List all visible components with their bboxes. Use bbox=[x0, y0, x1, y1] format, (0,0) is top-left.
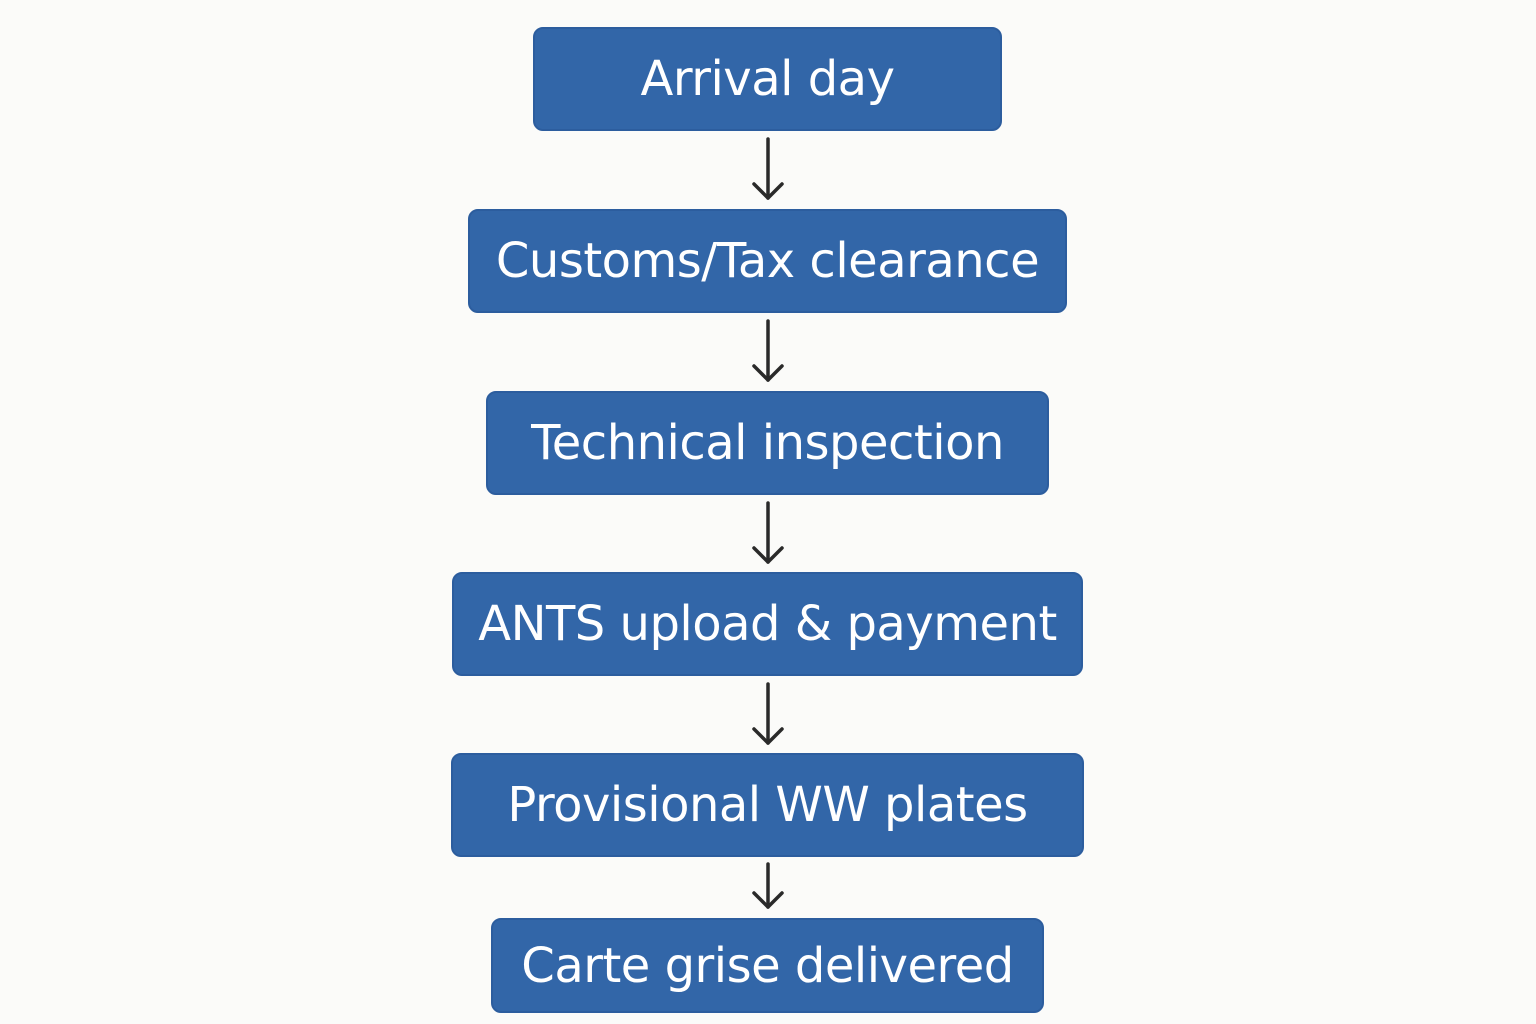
step-technical-inspection: Technical inspection bbox=[486, 391, 1049, 495]
step-label: ANTS upload & payment bbox=[478, 596, 1057, 652]
step-label: Provisional WW plates bbox=[507, 777, 1028, 833]
arrow-down-icon bbox=[752, 862, 784, 909]
arrow-down-icon bbox=[752, 682, 784, 745]
step-ants-upload-payment: ANTS upload & payment bbox=[452, 572, 1083, 676]
step-label: Carte grise delivered bbox=[521, 937, 1014, 994]
step-customs-tax-clearance: Customs/Tax clearance bbox=[468, 209, 1067, 313]
step-provisional-ww-plates: Provisional WW plates bbox=[451, 753, 1084, 857]
arrow-down-icon bbox=[752, 319, 784, 382]
step-label: Customs/Tax clearance bbox=[495, 233, 1040, 289]
arrow-down-icon bbox=[752, 137, 784, 200]
step-label: Technical inspection bbox=[531, 415, 1004, 471]
arrow-down-icon bbox=[752, 501, 784, 564]
step-arrival-day: Arrival day bbox=[533, 27, 1002, 131]
step-label: Arrival day bbox=[640, 51, 896, 107]
step-carte-grise-delivered: Carte grise delivered bbox=[491, 918, 1044, 1013]
